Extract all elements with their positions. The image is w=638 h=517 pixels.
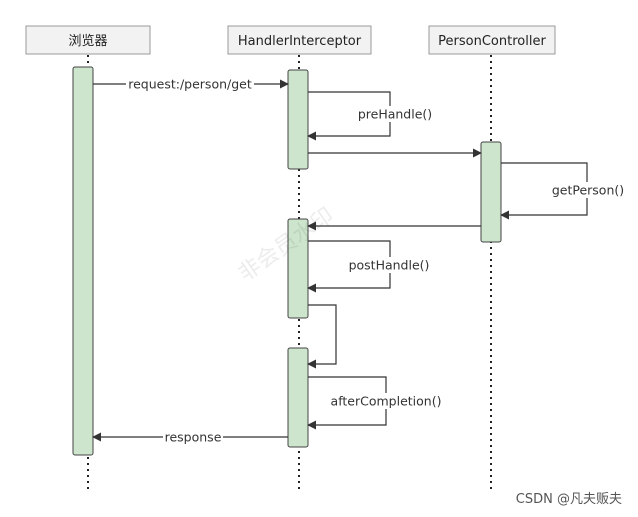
participant-person-controller-label: PersonController (438, 34, 546, 49)
message-to-aftercompletion (307, 304, 337, 369)
message-posthandle: postHandle() (307, 240, 433, 293)
activation-interceptor-aftercompletion (287, 347, 309, 448)
message-prehandle-label: preHandle() (358, 107, 432, 122)
participant-handler-interceptor: HandlerInterceptor (227, 25, 372, 55)
activation-interceptor-prehandle (287, 69, 309, 170)
message-getperson: getPerson() (500, 162, 628, 220)
message-prehandle: preHandle() (307, 91, 434, 141)
message-posthandle-label: postHandle() (349, 258, 430, 273)
watermark-text: 非会员水印 (234, 203, 338, 287)
credit-text: CSDN @凡夫贩夫 (516, 492, 622, 507)
activation-controller (480, 141, 502, 243)
activation-browser (72, 66, 94, 456)
message-request-label: request:/person/get (128, 77, 252, 92)
message-response-label: response (165, 430, 222, 445)
participant-browser-label: 浏览器 (68, 33, 107, 49)
activation-interceptor-posthandle (287, 218, 309, 319)
participant-browser: 浏览器 (25, 25, 151, 55)
message-aftercompletion: afterCompletion() (307, 376, 445, 430)
message-getperson-label: getPerson() (552, 183, 624, 198)
message-request: request:/person/get (93, 76, 289, 92)
participant-handler-interceptor-label: HandlerInterceptor (238, 34, 362, 49)
participant-person-controller: PersonController (428, 25, 556, 55)
message-response: response (92, 429, 288, 445)
message-aftercompletion-label: afterCompletion() (331, 394, 442, 409)
